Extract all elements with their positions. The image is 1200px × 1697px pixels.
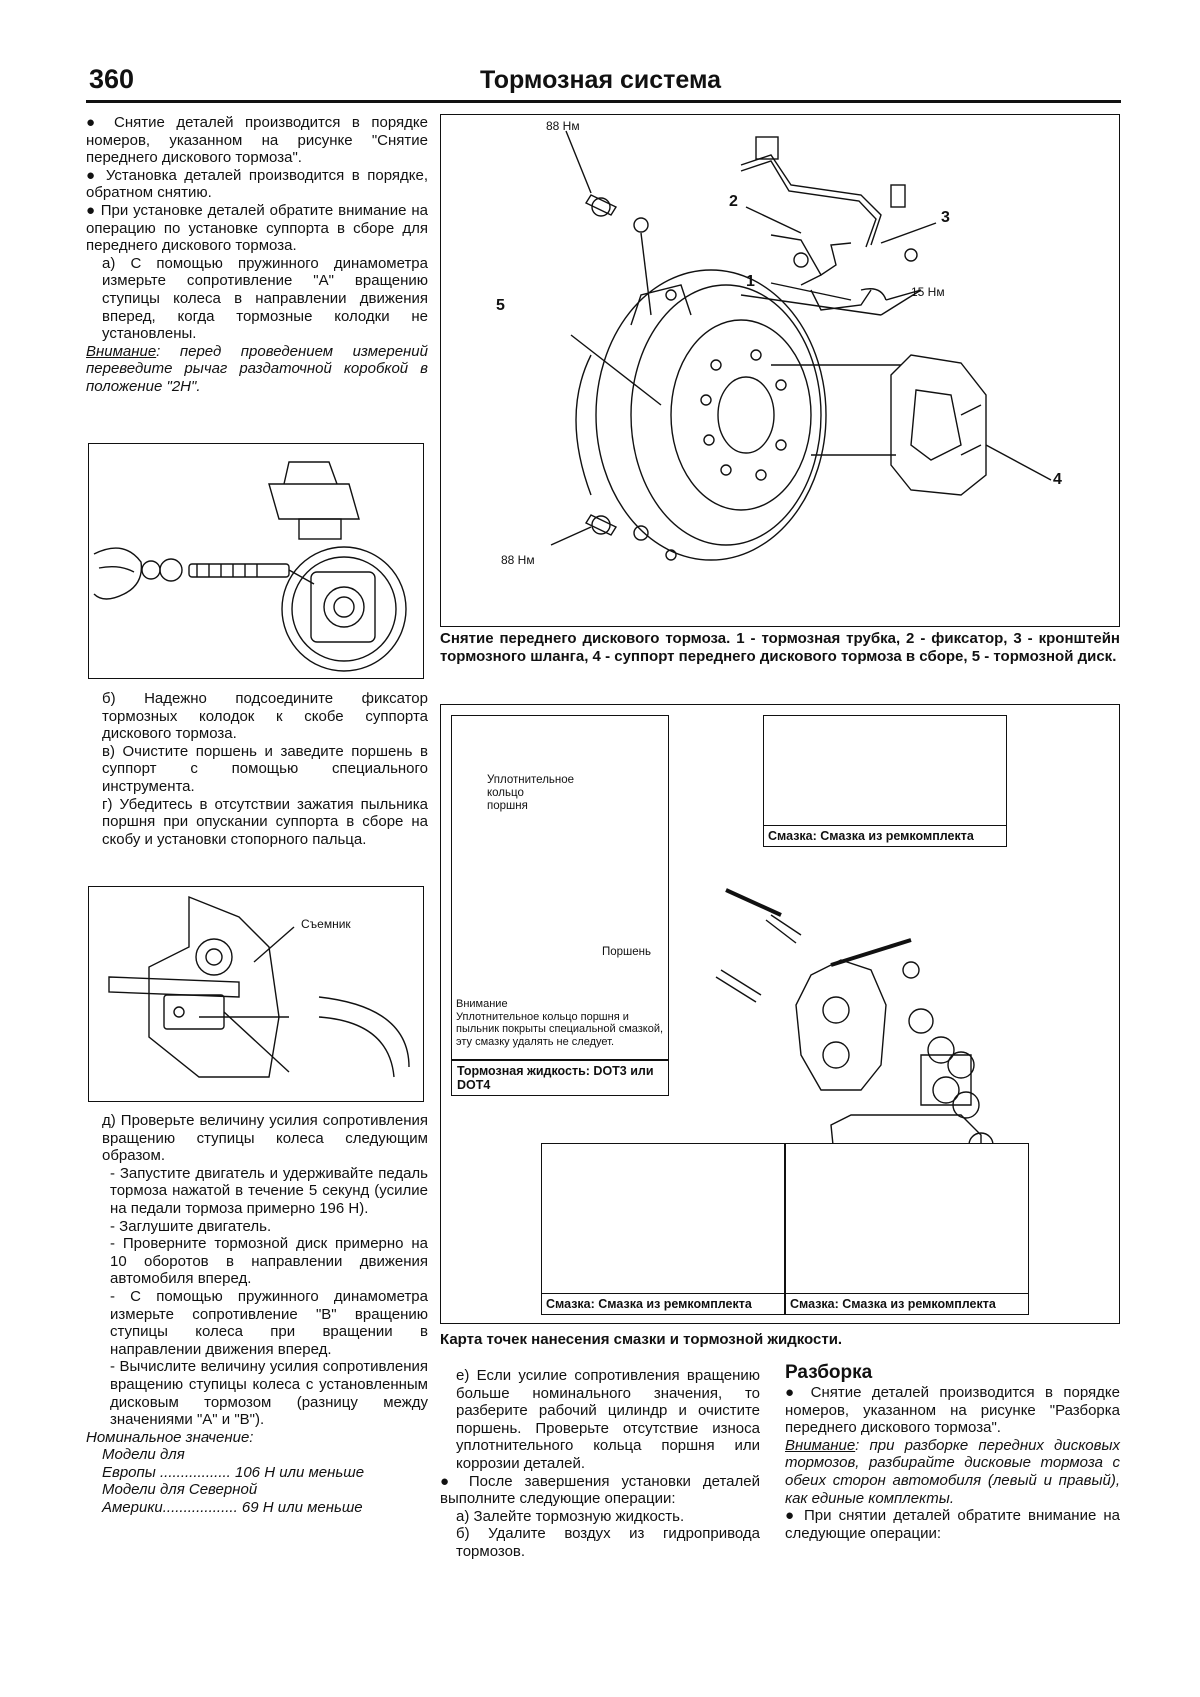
puller-label: Съемник: [301, 917, 351, 931]
figure-spring-scale: [88, 443, 424, 679]
figure-lubrication-map: Уплотнительное кольцо поршня Поршень Вни…: [440, 704, 1120, 1324]
paragraph: а) С помощью пружинного динамометра изме…: [102, 254, 428, 343]
lube-subbox-piston: Уплотнительное кольцо поршня Поршень Вни…: [451, 715, 669, 1060]
warning-title: Внимание: [456, 998, 508, 1010]
warning-text: Уплотнительное кольцо поршня и пыльник п…: [456, 1010, 664, 1048]
figure-caption: Карта точек нанесения смазки и тормозной…: [440, 1331, 843, 1348]
callout-3: 3: [941, 209, 950, 226]
torque-label-top: 88 Нм: [546, 119, 580, 133]
list-item: - Запустите двигатель и удерживайте педа…: [110, 1164, 428, 1217]
warning-block: Внимание Уплотнительное кольцо поршня и …: [456, 998, 666, 1048]
nominal-line: Модели для Северной: [102, 1481, 258, 1499]
brake-removal-illustration: [550, 130, 1052, 561]
grease-label: Смазка: Смазка из ремкомплекта: [764, 825, 1006, 846]
paragraph: в) Очистите поршень и заведите поршень в…: [102, 742, 428, 795]
note-text: : при разборке передних дисковых тормозо…: [785, 1436, 1120, 1507]
paragraph: е) Если усилие сопротивления вращению бо…: [456, 1367, 760, 1472]
nominal-line: Америки.................. 69 Н или меньш…: [102, 1499, 363, 1517]
paragraph: а) Залейте тормозную жидкость.: [456, 1507, 685, 1525]
paragraph: б) Надежно подсоедините фиксатор тормозн…: [102, 690, 428, 743]
nominal-values: Номинальное значение: Модели для Европы …: [86, 1429, 428, 1517]
note: Внимание: при разборке передних дисковых…: [785, 1437, 1120, 1507]
paragraph: ● При снятии деталей обратите внимание н…: [785, 1507, 1120, 1542]
torque-label-right: 15 Нм: [911, 285, 945, 299]
paragraph: ● После завершения установки деталей вып…: [440, 1472, 760, 1508]
grease-label: Смазка: Смазка из ремкомплекта: [542, 1293, 784, 1314]
nominal-title: Номинальное значение:: [86, 1428, 254, 1446]
list-item: - Заглушите двигатель.: [110, 1217, 272, 1235]
seal-label: Уплотнительное кольцо поршня: [487, 774, 575, 813]
fluid-label: Тормозная жидкость: DOT3 или DOT4: [451, 1060, 669, 1096]
list-item: - С помощью пружинного динамометра измер…: [110, 1287, 428, 1358]
nominal-line: Модели для: [102, 1446, 185, 1464]
col1-middle-text: б) Надежно подсоедините фиксатор тормозн…: [86, 690, 428, 848]
note: Внимание: перед проведением измерений пе…: [86, 343, 428, 396]
lube-subbox-bottom-right: Смазка: Смазка из ремкомплекта: [785, 1143, 1029, 1315]
note-label: Внимание: [785, 1436, 856, 1454]
paragraph: г) Убедитесь в отсутствии зажатия пыльни…: [102, 795, 428, 848]
callout-4: 4: [1053, 471, 1062, 488]
note-text: : перед проведением измерений переведите…: [86, 342, 428, 395]
figure-puller: Съемник: [88, 886, 424, 1102]
spring-scale-illustration: [93, 461, 407, 672]
col1-upper-text: ● Снятие деталей производится в порядке …: [86, 114, 428, 396]
section-heading: Разборка: [785, 1362, 873, 1383]
torque-label-bottom: 88 Нм: [501, 553, 535, 567]
col1-lower-text: д) Проверьте величину усилия сопротивлен…: [86, 1112, 428, 1517]
paragraph: ● При установке деталей обратите внимани…: [86, 201, 428, 255]
note-label: Внимание: [86, 342, 157, 360]
callout-5: 5: [496, 297, 505, 314]
callout-2: 2: [729, 193, 738, 210]
header-rule: [86, 100, 1121, 103]
col3-text: Разборка ● Снятие деталей производится в…: [785, 1362, 1120, 1542]
lube-subbox-top-right: Смазка: Смазка из ремкомплекта: [763, 715, 1007, 847]
col2-text: е) Если усилие сопротивления вращению бо…: [440, 1367, 760, 1561]
paragraph: ● Снятие деталей производится в порядке …: [86, 114, 428, 167]
piston-label: Поршень: [602, 946, 652, 958]
lube-subbox-bottom-middle: Смазка: Смазка из ремкомплекта: [541, 1143, 785, 1315]
puller-illustration: [108, 895, 410, 1078]
paragraph: ● Снятие деталей производится в порядке …: [785, 1384, 1120, 1437]
callout-1: 1: [746, 273, 755, 290]
paragraph: б) Удалите воздух из гидропривода тормоз…: [456, 1525, 760, 1560]
figure-brake-removal: 88 Нм 88 Нм 15 Нм 2 3 1 5 4: [440, 114, 1120, 627]
figure-caption: Снятие переднего дискового тормоза. 1 - …: [440, 630, 1120, 665]
grease-label: Смазка: Смазка из ремкомплекта: [786, 1293, 1028, 1314]
paragraph: ● Установка деталей производится в поряд…: [86, 166, 428, 202]
paragraph: д) Проверьте величину усилия сопротивлен…: [102, 1112, 428, 1165]
page-number: 360: [89, 64, 135, 94]
list-item: - Проверните тормозной диск примерно на …: [110, 1235, 428, 1288]
list-item: - Вычислите величину усилия сопротивлени…: [110, 1358, 428, 1429]
nominal-line: Европы ................. 106 Н или меньш…: [102, 1463, 365, 1481]
page-title: Тормозная система: [480, 66, 722, 94]
